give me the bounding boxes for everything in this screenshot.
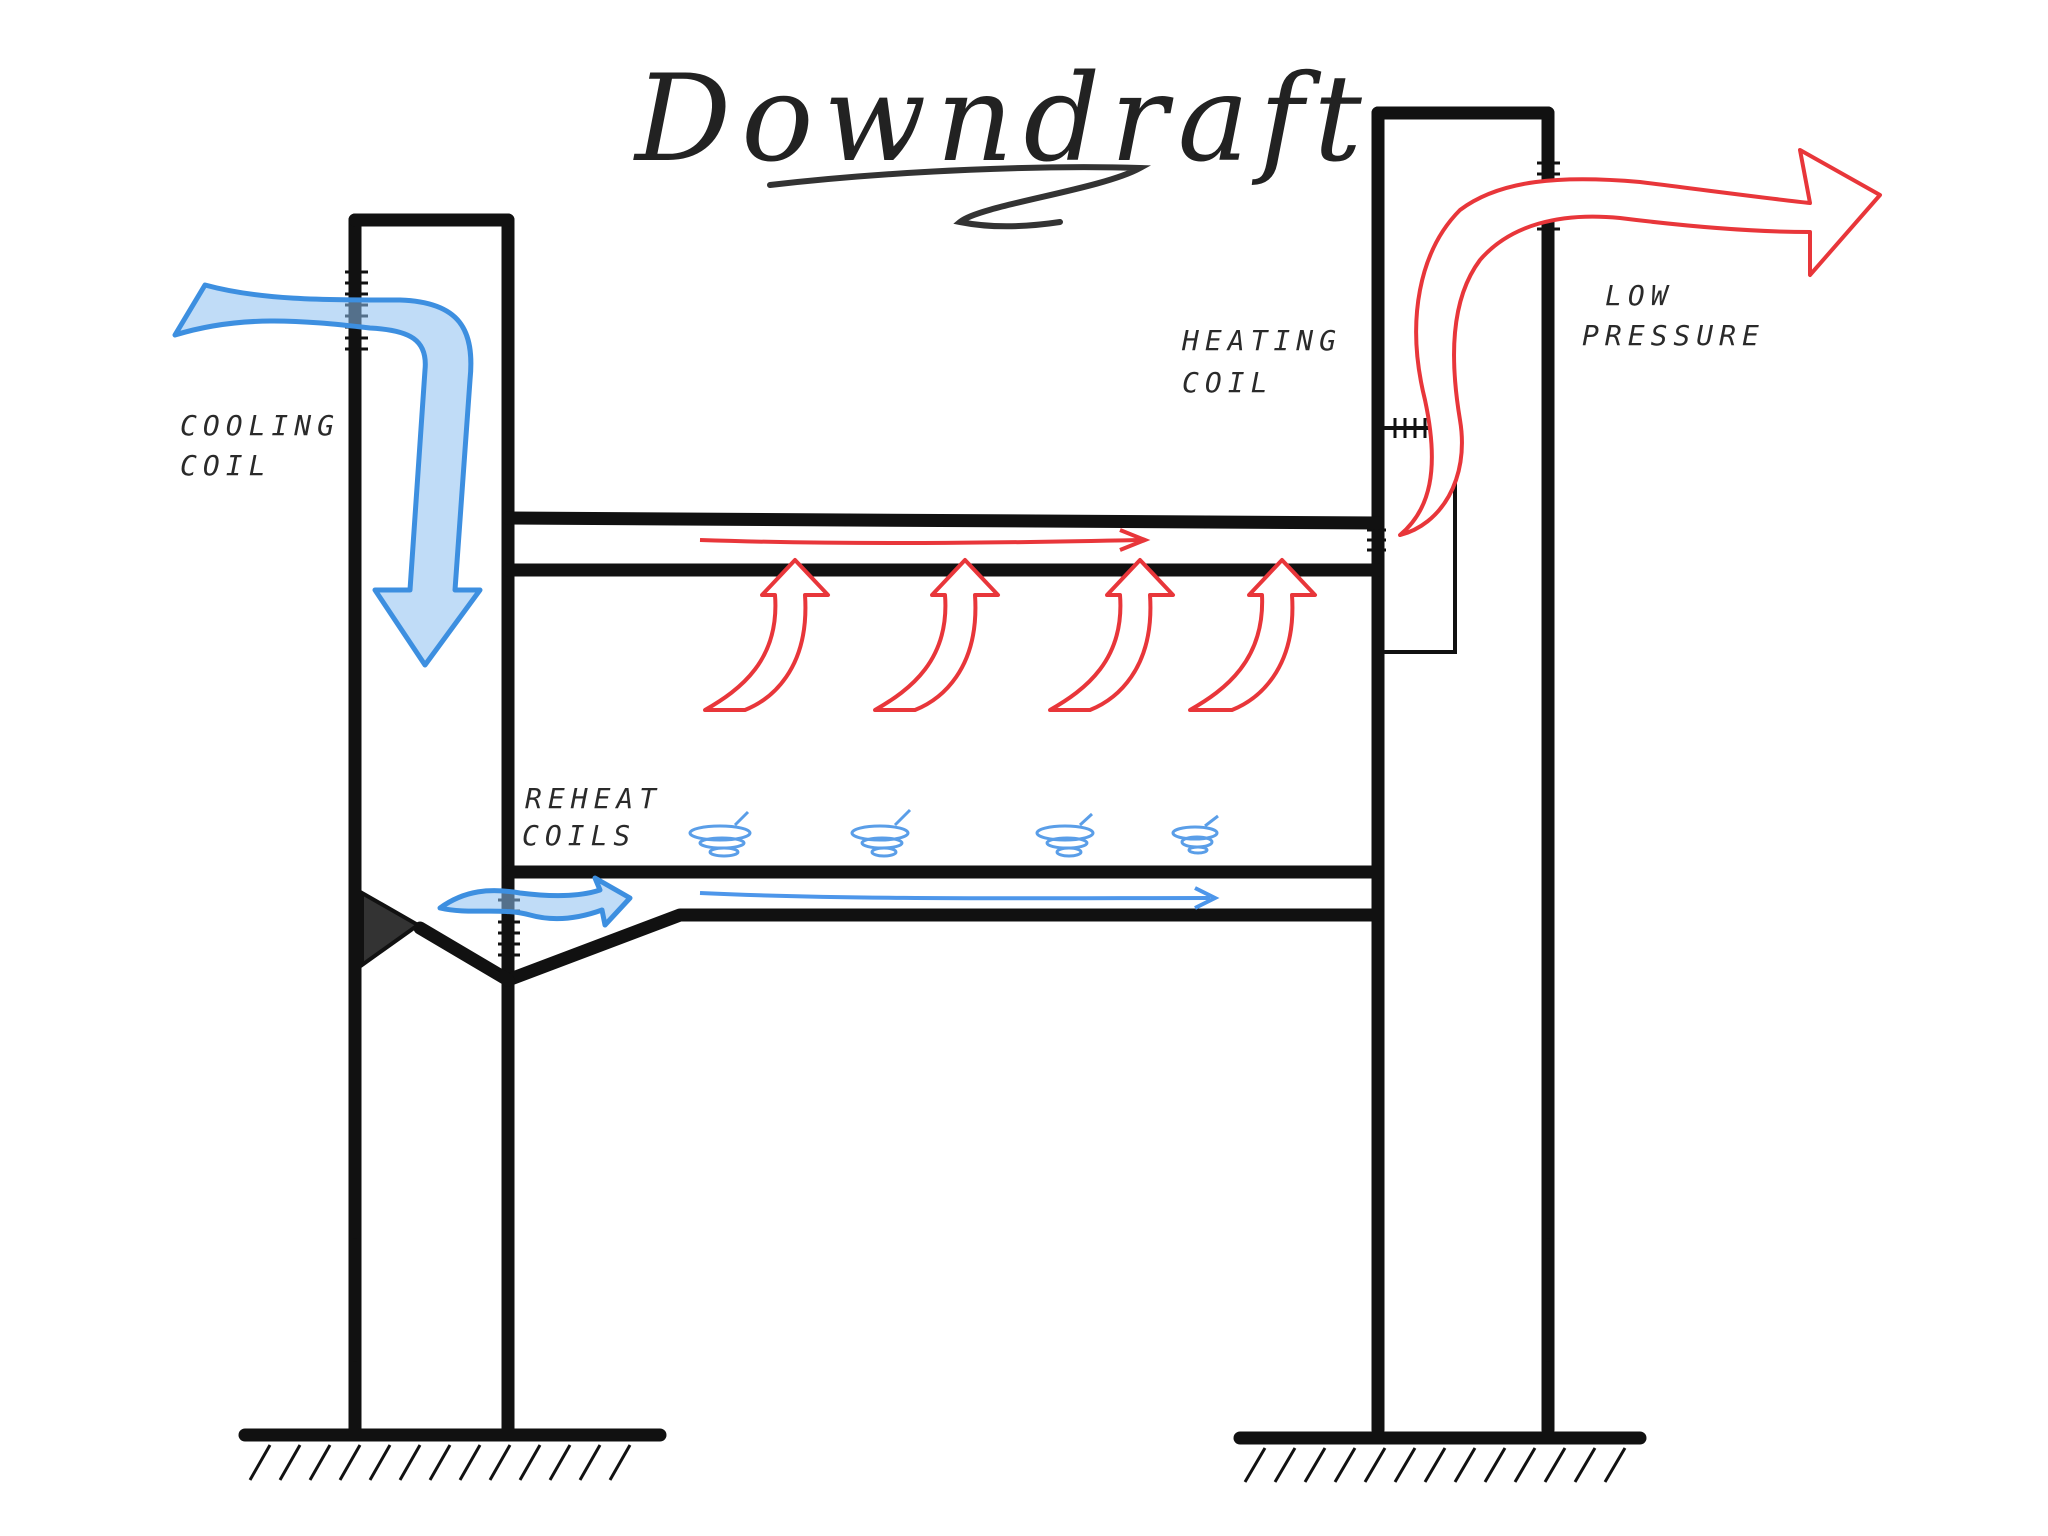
inlet-arrow bbox=[437, 875, 633, 928]
title-underline bbox=[767, 164, 1152, 230]
heat-arrow-4 bbox=[1188, 558, 1317, 712]
cool-air-arrow bbox=[172, 282, 483, 668]
swirl-2 bbox=[850, 808, 912, 858]
cooling-coil-label-line1: COOLING bbox=[180, 409, 340, 442]
reheat-coils-label-line2: COILS bbox=[522, 819, 636, 852]
heat-arrow-1 bbox=[703, 558, 830, 712]
cooling-coil-label-line2: COIL bbox=[180, 449, 271, 482]
heating-coil-label-line1: HEATING bbox=[1181, 324, 1342, 357]
low-pressure-label-line2: PRESSURE bbox=[1582, 319, 1765, 352]
right-tower bbox=[1367, 106, 1560, 1437]
ground-left bbox=[238, 1428, 667, 1481]
low-pressure-label-line1: LOW bbox=[1605, 279, 1674, 312]
heat-arrow-2 bbox=[873, 558, 1000, 712]
upper-duct-top bbox=[501, 511, 1385, 530]
swirl-1 bbox=[688, 810, 752, 858]
swirl-4 bbox=[1171, 814, 1219, 855]
exhaust-flow bbox=[1398, 148, 1882, 537]
inlet-damper bbox=[360, 889, 422, 969]
swirl-3 bbox=[1035, 812, 1095, 858]
lower-airflow-line bbox=[699, 891, 1211, 901]
cool-air-downflow bbox=[172, 282, 483, 668]
ground-right bbox=[1233, 1431, 1647, 1483]
lower-duct bbox=[360, 865, 1385, 987]
lower-duct-bottom bbox=[501, 908, 1385, 987]
upper-duct-airflow bbox=[699, 528, 1151, 552]
reheat-coils-label-line1: REHEAT bbox=[525, 782, 662, 815]
label-reheat-coils: REHEAT COILS bbox=[522, 782, 662, 852]
rising-heat-arrows bbox=[703, 558, 1317, 712]
lower-duct-airflow bbox=[699, 886, 1220, 910]
label-cooling-coil: COOLING COIL bbox=[180, 409, 340, 482]
heating-coil-label-line2: COIL bbox=[1182, 366, 1273, 399]
label-low-pressure: LOW PRESSURE bbox=[1582, 279, 1765, 352]
upper-airflow-line bbox=[699, 538, 1141, 546]
reheat-coil-swirls bbox=[688, 808, 1219, 858]
title-group: Downdraft bbox=[633, 50, 1362, 230]
left-inlet-slope bbox=[413, 921, 515, 987]
reheat-inlet-flow bbox=[437, 875, 633, 928]
label-heating-coil: HEATING COIL bbox=[1181, 324, 1342, 399]
upper-duct bbox=[501, 511, 1385, 577]
exhaust-arrow bbox=[1398, 148, 1882, 537]
heat-arrow-3 bbox=[1048, 558, 1175, 712]
